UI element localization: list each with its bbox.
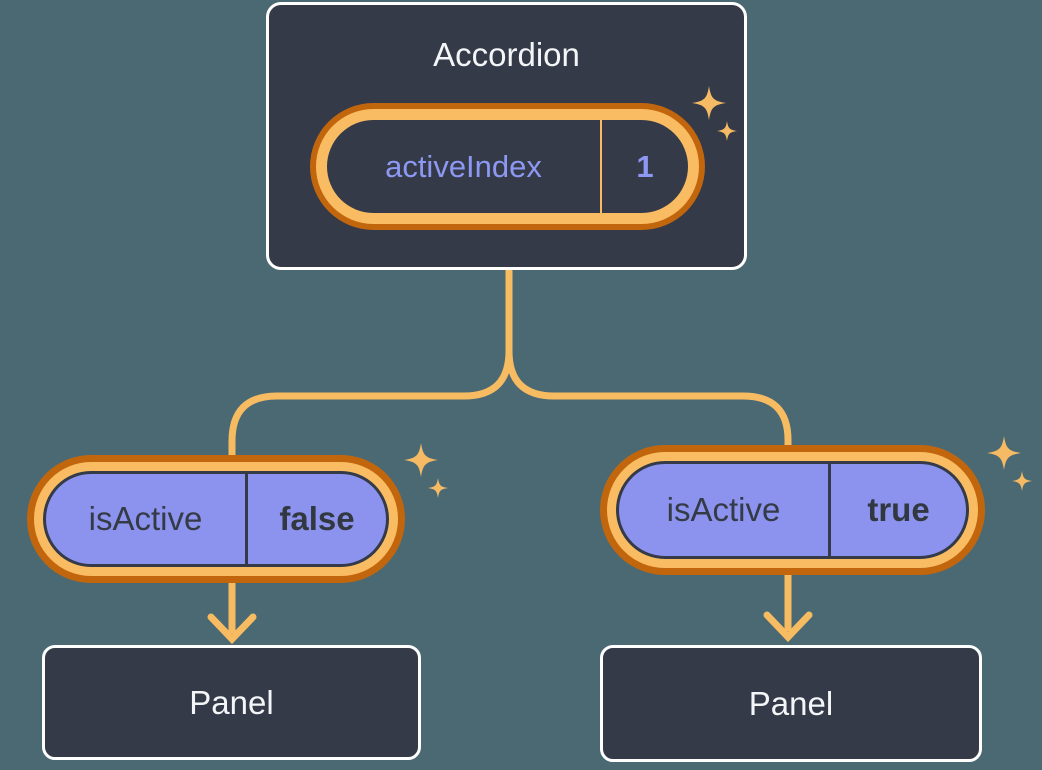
sparkle-large-icon	[987, 436, 1021, 470]
prop-pill-ring: isActive true	[607, 452, 978, 568]
connector-left-branch	[228, 261, 513, 634]
sparkle-small-icon	[717, 121, 737, 141]
state-pill: activeIndex 1	[310, 103, 705, 230]
sparkle-large-icon	[692, 86, 726, 120]
prop-pill-divider	[245, 474, 248, 564]
sparkle-small-icon	[428, 478, 448, 498]
state-pill-divider	[600, 120, 602, 213]
sparkle-icon	[987, 436, 1032, 491]
connector-right-branch	[505, 261, 792, 632]
prop-pill-divider	[828, 464, 831, 556]
sparkle-icon	[692, 86, 737, 141]
state-pill-label: activeIndex	[385, 148, 542, 184]
prop-pill-left: isActive false	[27, 455, 405, 583]
prop-pill-ring: isActive false	[34, 462, 398, 576]
state-pill-value: 1	[636, 148, 654, 184]
prop-pill-label: isActive	[666, 491, 781, 528]
state-pill-body: activeIndex 1	[327, 120, 688, 213]
prop-pill-body: isActive true	[616, 461, 969, 559]
prop-pill-body: isActive false	[43, 471, 389, 567]
prop-pill-right: isActive true	[600, 445, 985, 575]
prop-pill-label: isActive	[88, 500, 203, 537]
arrow-down-icon	[207, 613, 257, 645]
prop-pill-value: false	[279, 500, 355, 537]
prop-pill-value: true	[867, 491, 930, 528]
sparkle-large-icon	[404, 443, 438, 477]
panel-node-title: Panel	[189, 683, 274, 721]
arrow-down-icon	[763, 611, 813, 643]
panel-node-left: Panel	[42, 645, 421, 760]
sparkle-small-icon	[1012, 471, 1032, 491]
state-pill-ring: activeIndex 1	[316, 109, 699, 224]
panel-node-right: Panel	[600, 645, 982, 762]
sparkle-icon	[404, 443, 448, 498]
accordion-node-title: Accordion	[433, 36, 580, 73]
panel-node-title: Panel	[748, 684, 834, 722]
